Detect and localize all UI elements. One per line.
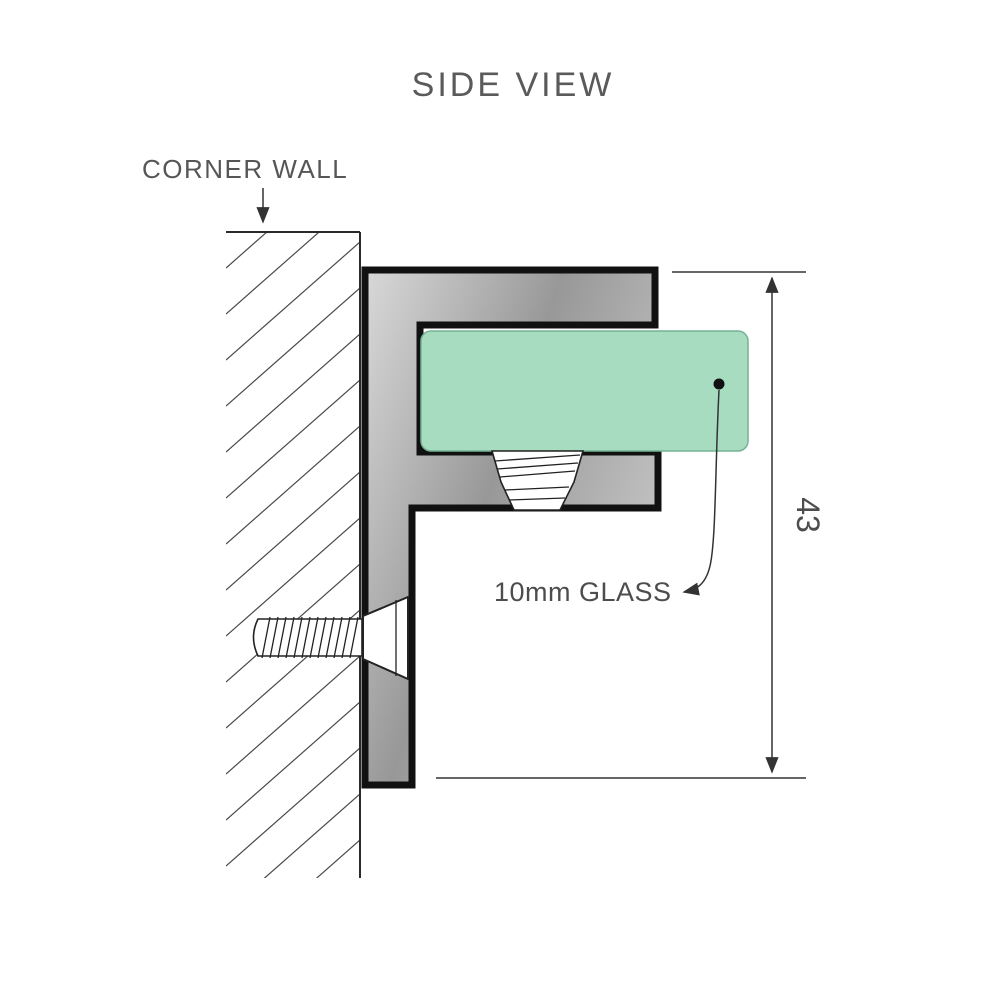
glass-panel [420, 330, 749, 452]
dimension-value: 43 [790, 497, 826, 533]
glass-label: 10mm GLASS [494, 577, 672, 607]
glass-leader-dot [713, 378, 725, 390]
page-title: SIDE VIEW [412, 66, 615, 104]
glass-leader-line [682, 389, 720, 596]
bracket-profile [361, 266, 662, 789]
grub-screw [490, 450, 585, 511]
corner-wall-label: CORNER WALL [142, 154, 348, 184]
wall-hatching [226, 232, 360, 878]
mounting-screw [252, 595, 409, 681]
